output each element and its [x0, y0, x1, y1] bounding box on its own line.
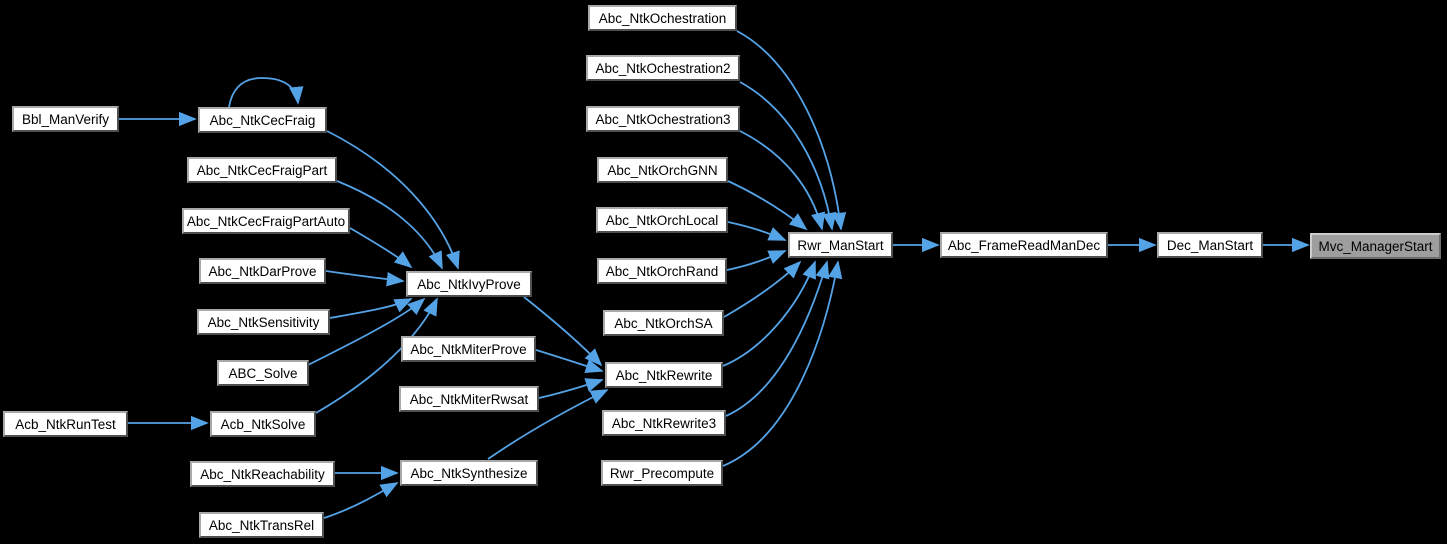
edge-miterprove-to-rewrite	[535, 349, 604, 373]
node-dec-manstart[interactable]: Dec_ManStart	[1157, 232, 1263, 258]
edge-orchsa-to-rwrmanstart	[723, 260, 802, 318]
node-abc-ntktransrel[interactable]: Abc_NtkTransRel	[199, 512, 324, 538]
edge-ivyprove-to-rewrite	[523, 296, 603, 367]
node-acb-ntksolve[interactable]: Acb_NtkSolve	[210, 411, 316, 437]
node-abc-framereadmandec[interactable]: Abc_FrameReadManDec	[940, 232, 1108, 258]
node-mvc-managerstart: Mvc_ManagerStart	[1310, 233, 1441, 259]
node-abc-ntksynthesize[interactable]: Abc_NtkSynthesize	[400, 460, 538, 486]
edge-acbsolve-to-ivyprove	[315, 297, 438, 414]
edge-cecfraigpart-to-ivyprove	[336, 180, 443, 270]
node-rwr-manstart[interactable]: Rwr_ManStart	[788, 232, 893, 258]
node-abc-ntkorchgnn[interactable]: Abc_NtkOrchGNN	[597, 157, 728, 183]
node-abc-ntkreachability[interactable]: Abc_NtkReachability	[190, 461, 335, 487]
node-rwr-precompute[interactable]: Rwr_Precompute	[601, 460, 723, 486]
node-abc-ntkorchrand[interactable]: Abc_NtkOrchRand	[597, 258, 727, 284]
node-abc-ntkcecfraigpartauto[interactable]: Abc_NtkCecFraigPartAuto	[182, 208, 350, 234]
edge-rewrite3-to-rwrmanstart	[725, 260, 830, 417]
edge-miterrwsat-to-rewrite	[538, 378, 604, 399]
node-abc-ntkdarprove[interactable]: Abc_NtkDarProve	[199, 258, 326, 284]
edge-orchrand-to-rwrmanstart	[726, 250, 787, 271]
edge-ochestration-to-rwrmanstart	[736, 30, 847, 231]
node-abc-ntkivyprove[interactable]: Abc_NtkIvyProve	[406, 271, 532, 297]
node-abc-ntkmiterprove[interactable]: Abc_NtkMiterProve	[401, 336, 536, 362]
node-abc-ntkochestration3[interactable]: Abc_NtkOchestration3	[586, 106, 740, 132]
node-abc-ntkrewrite3[interactable]: Abc_NtkRewrite3	[602, 410, 726, 436]
node-abc-ntksensitivity[interactable]: Abc_NtkSensitivity	[197, 309, 330, 335]
edge-cecfraig-self-loop	[228, 77, 304, 108]
node-abc-ntkrewrite[interactable]: Abc_NtkRewrite	[605, 362, 723, 388]
node-abc-ntkcecfraigpart[interactable]: Abc_NtkCecFraigPart	[187, 157, 337, 183]
node-abc-ntkochestration[interactable]: Abc_NtkOchestration	[588, 5, 737, 31]
node-bbl-manverify[interactable]: Bbl_ManVerify	[12, 106, 119, 132]
edge-cecfraigpartauto-to-ivyprove	[349, 227, 413, 269]
edge-ochestration3-to-rwrmanstart	[739, 130, 826, 231]
node-abc-ntkochestration2[interactable]: Abc_NtkOchestration2	[586, 55, 740, 81]
node-abc-solve[interactable]: ABC_Solve	[217, 360, 309, 386]
node-abc-ntkcecfraig[interactable]: Abc_NtkCecFraig	[198, 107, 327, 133]
edge-rewrite-to-rwrmanstart	[722, 260, 816, 367]
edge-darprove-to-ivyprove	[325, 270, 405, 287]
node-abc-ntkorchsa[interactable]: Abc_NtkOrchSA	[603, 310, 724, 336]
edge-orchgnn-to-rwrmanstart	[727, 180, 808, 231]
edge-orchlocal-to-rwrmanstart	[727, 221, 787, 241]
node-acb-ntkruntest[interactable]: Acb_NtkRunTest	[3, 411, 128, 437]
edge-transrel-to-synthesize	[323, 482, 399, 519]
edge-synthesize-to-rewrite	[487, 389, 609, 460]
edge-abcsolve-to-ivyprove	[307, 297, 426, 366]
edge-cecfraig-to-ivyprove	[326, 130, 460, 270]
edge-sensitivity-to-ivyprove	[329, 298, 413, 319]
edge-precompute-to-rwrmanstart	[722, 260, 843, 467]
edge-ochestration2-to-rwrmanstart	[739, 81, 837, 231]
node-abc-ntkorchlocal[interactable]: Abc_NtkOrchLocal	[596, 207, 728, 233]
node-abc-ntkmiterrwsat[interactable]: Abc_NtkMiterRwsat	[399, 386, 539, 412]
